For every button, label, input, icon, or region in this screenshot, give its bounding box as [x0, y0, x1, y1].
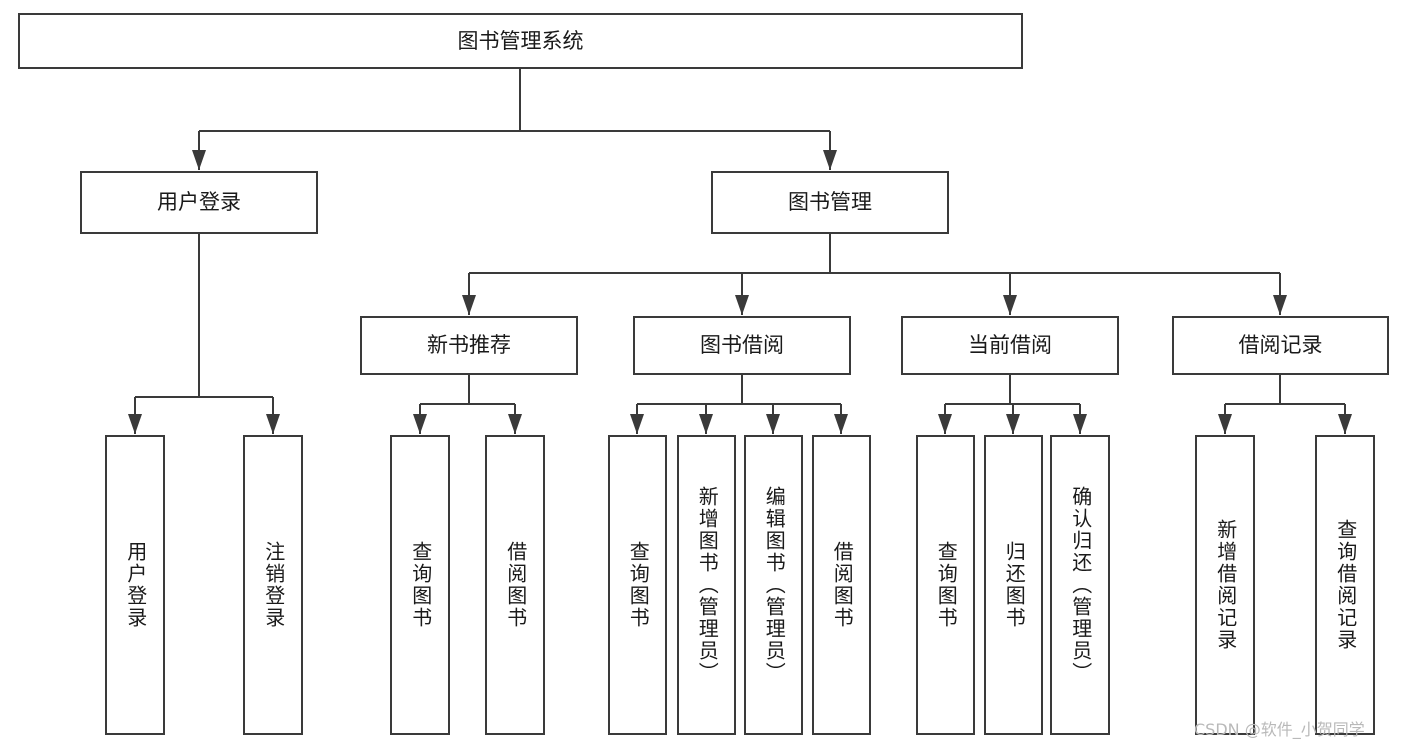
leaf-confirm-return-label: 确认归还（管理员） [1068, 486, 1093, 684]
leaf-edit-book[interactable]: 编辑图书（管理员） [744, 435, 803, 735]
node-root[interactable]: 图书管理系统 [18, 13, 1023, 69]
leaf-return-book[interactable]: 归还图书 [984, 435, 1043, 735]
leaf-borrow-book-borrowing-label: 借阅图书 [830, 541, 855, 629]
node-user-login-label: 用户登录 [157, 190, 241, 215]
leaf-borrow-book-recommendation-label: 借阅图书 [503, 541, 528, 629]
leaf-query-book-recommendation[interactable]: 查询图书 [390, 435, 450, 735]
node-current-borrowing[interactable]: 当前借阅 [901, 316, 1119, 375]
node-book-borrowing[interactable]: 图书借阅 [633, 316, 851, 375]
leaf-borrow-book-recommendation[interactable]: 借阅图书 [485, 435, 545, 735]
node-user-login[interactable]: 用户登录 [80, 171, 318, 234]
leaf-query-borrowing-record-label: 查询借阅记录 [1333, 519, 1358, 651]
node-book-management[interactable]: 图书管理 [711, 171, 949, 234]
leaf-return-book-label: 归还图书 [1002, 541, 1027, 629]
leaf-query-book-borrowing-label: 查询图书 [626, 541, 651, 629]
leaf-confirm-return[interactable]: 确认归还（管理员） [1050, 435, 1110, 735]
node-book-borrowing-label: 图书借阅 [700, 333, 784, 358]
leaf-logout-label: 注销登录 [261, 541, 286, 629]
node-book-management-label: 图书管理 [788, 190, 872, 215]
leaf-add-borrowing-record-label: 新增借阅记录 [1213, 519, 1238, 651]
node-borrowing-record[interactable]: 借阅记录 [1172, 316, 1389, 375]
watermark: CSDN @软件_小贺同学 [1194, 720, 1365, 739]
leaf-query-book-borrowing[interactable]: 查询图书 [608, 435, 667, 735]
leaf-user-login[interactable]: 用户登录 [105, 435, 165, 735]
leaf-add-book-label: 新增图书（管理员） [695, 486, 720, 684]
leaf-add-book[interactable]: 新增图书（管理员） [677, 435, 736, 735]
node-current-borrowing-label: 当前借阅 [968, 333, 1052, 358]
leaf-query-book-recommendation-label: 查询图书 [408, 541, 433, 629]
node-borrowing-record-label: 借阅记录 [1238, 333, 1323, 358]
leaf-logout[interactable]: 注销登录 [243, 435, 303, 735]
leaf-add-borrowing-record[interactable]: 新增借阅记录 [1195, 435, 1255, 735]
node-new-book-recommendation-label: 新书推荐 [427, 333, 511, 358]
leaf-user-login-label: 用户登录 [123, 541, 148, 629]
leaf-edit-book-label: 编辑图书（管理员） [762, 486, 787, 684]
leaf-query-borrowing-record[interactable]: 查询借阅记录 [1315, 435, 1375, 735]
leaf-borrow-book-borrowing[interactable]: 借阅图书 [812, 435, 871, 735]
leaf-query-book-current-label: 查询图书 [934, 541, 959, 629]
node-root-label: 图书管理系统 [457, 28, 584, 53]
leaf-query-book-current[interactable]: 查询图书 [916, 435, 975, 735]
node-new-book-recommendation[interactable]: 新书推荐 [360, 316, 578, 375]
